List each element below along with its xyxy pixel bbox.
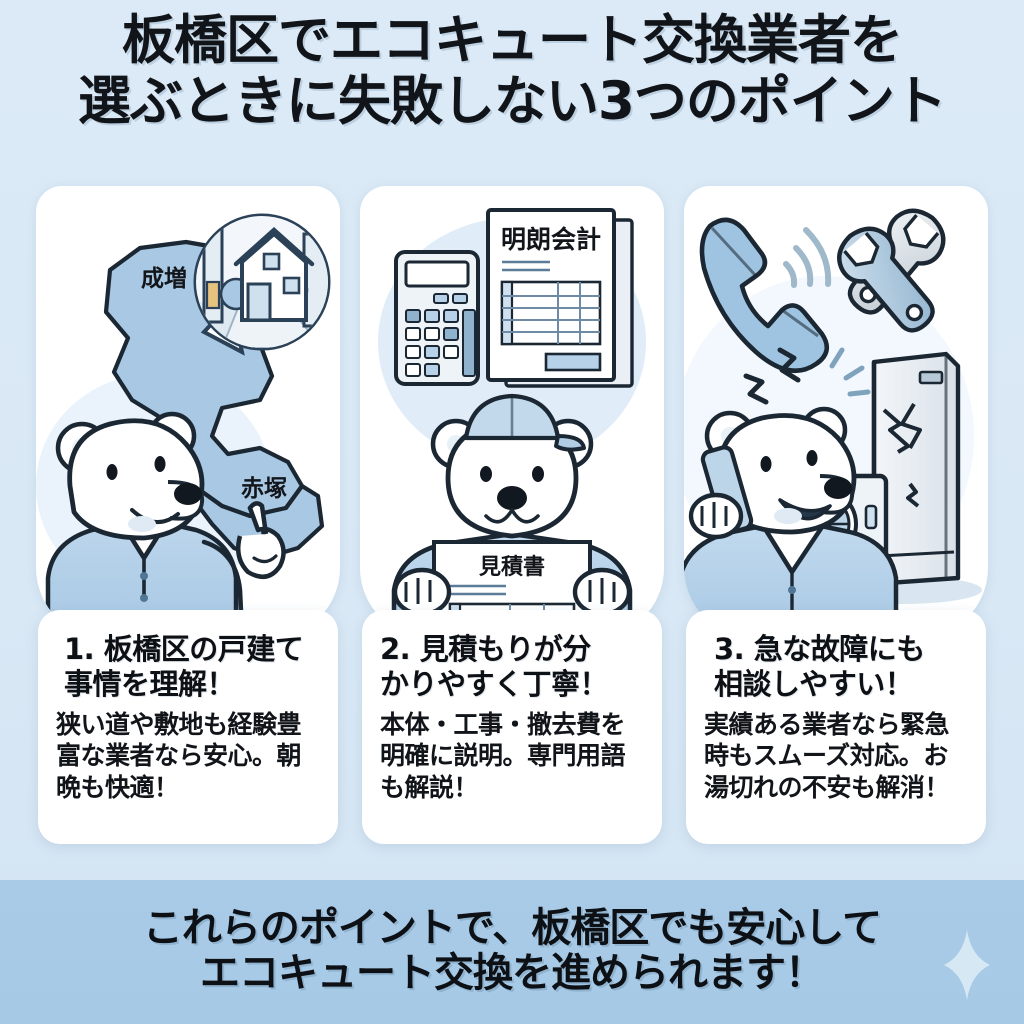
alert-zigzags	[743, 347, 801, 405]
illustration-card-1: 成増 赤塚	[36, 186, 340, 638]
illustration-card-3	[684, 186, 988, 638]
document-title-text: 明朗会計	[501, 225, 601, 254]
phone-icon	[699, 217, 832, 373]
point-body-2: 本体・工事・撤去費を明確に説明。専門用語も解説！	[380, 709, 626, 802]
point-column-1: 成増 赤塚	[36, 186, 340, 866]
point-column-2: 明朗会計	[360, 186, 664, 866]
support-illustration	[684, 208, 982, 638]
page-title: 板橋区でエコキュート交換業者を 選ぶときに失敗しない3つのポイント	[0, 14, 1024, 128]
pointing-finger	[236, 501, 286, 580]
point-text-card-3: 3. 急な故障にも 相談しやすい！ 実績ある業者なら緊急時もスムーズ対応。お湯切…	[686, 610, 986, 844]
quotation-illustration: 明朗会計	[378, 208, 646, 638]
footer-line-2: エコキュート交換を進められます！	[200, 949, 825, 996]
mascot-bear-on-phone	[684, 406, 899, 638]
cap	[463, 393, 586, 452]
paws	[392, 567, 632, 617]
itabashi-map-illustration: 成増 赤塚	[36, 213, 331, 638]
map-label-narimasu: 成増	[141, 265, 187, 292]
calculator	[394, 250, 480, 386]
wrenches-icon	[837, 208, 946, 333]
point-heading-2: 2. 見積もりが分 かりやすく丁寧！	[380, 632, 609, 702]
crack-marks	[882, 402, 922, 508]
points-columns: 成増 赤塚	[0, 186, 1024, 866]
mascot-bear-pointing	[45, 411, 286, 638]
footer-banner: これらのポイントで、板橋区でも安心して エコキュート交換を進められます！	[0, 880, 1024, 1024]
point-heading-3: 3. 急な故障にも 相談しやすい！	[714, 632, 925, 702]
point-text-card-2: 2. 見積もりが分 かりやすく丁寧！ 本体・工事・撤去費を明確に説明。専門用語も…	[362, 610, 662, 844]
point-heading-1: 1. 板橋区の戸建て 事情を理解！	[64, 632, 304, 702]
point-body-3: 実績ある業者なら緊急時もスムーズ対応。お湯切れの不安も解消！	[704, 709, 950, 802]
point-body-1: 狭い道や敷地も経験豊富な業者なら安心。朝晩も快適！	[56, 709, 302, 802]
title-line-1: 板橋区でエコキュート交換業者を	[122, 10, 903, 71]
illustration-card-2: 明朗会計	[360, 186, 664, 638]
point-text-card-1: 1. 板橋区の戸建て 事情を理解！ 狭い道や敷地も経験豊富な業者なら安心。朝晩も…	[38, 610, 338, 844]
mobile-phone	[688, 445, 754, 540]
footer-line-1: これらのポイントで、板橋区でも安心して	[142, 905, 882, 951]
footer-message: これらのポイントで、板橋区でも安心して エコキュート交換を進められます！	[0, 906, 1024, 996]
point-column-3: 3. 急な故障にも 相談しやすい！ 実績ある業者なら緊急時もスムーズ対応。お湯切…	[684, 186, 988, 866]
held-document-title-text: 見積書	[479, 554, 545, 580]
emphasis-lines	[829, 347, 871, 397]
map-label-akatsuka: 赤塚	[241, 476, 287, 502]
title-line-2: 選ぶときに失敗しない3つのポイント	[78, 71, 947, 132]
document-meiro-kaikei: 明朗会計	[486, 208, 616, 382]
